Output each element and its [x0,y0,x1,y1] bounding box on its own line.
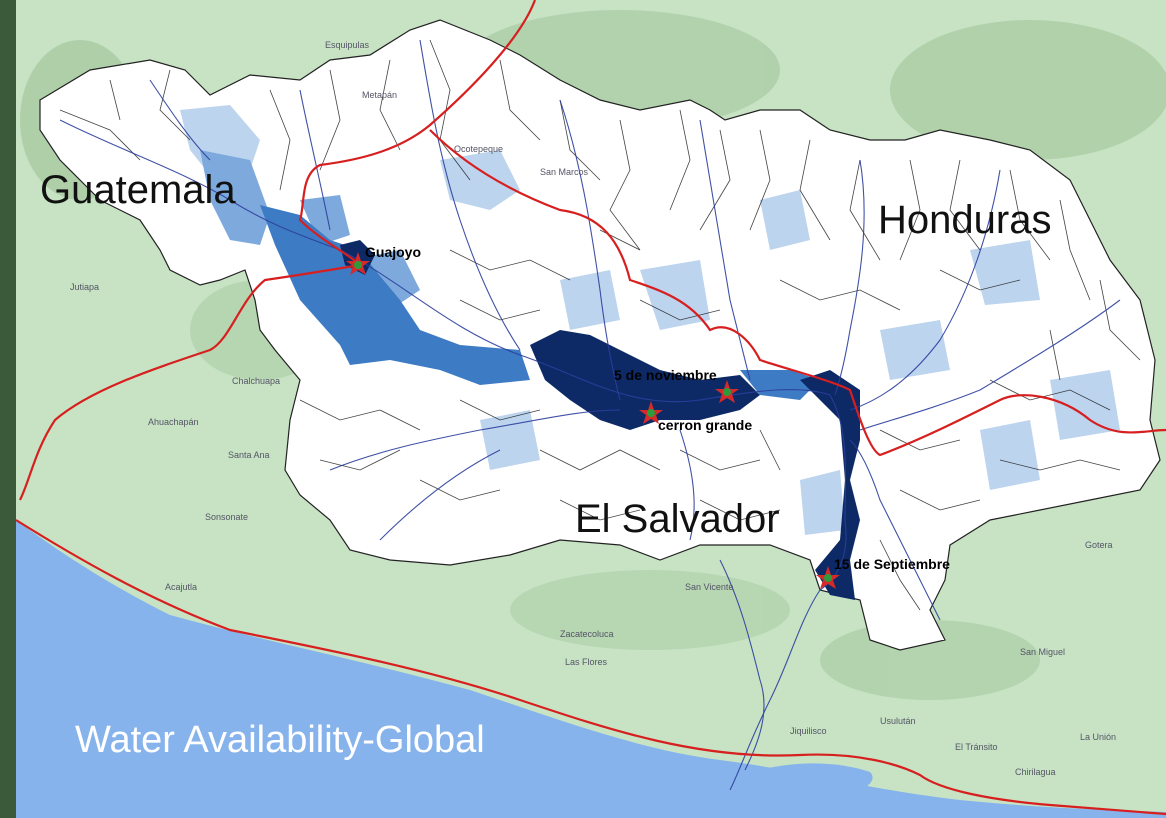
place-label: La Unión [1080,732,1116,742]
map-title: Water Availability-Global [75,719,485,761]
river-network [59,39,1121,791]
reservoir-marker-5-de-noviembre: 5 de noviembre [614,367,739,403]
reservoir-dot-icon [723,388,731,396]
place-label: San Miguel [1020,647,1065,657]
country-label-honduras: Honduras [878,198,1051,242]
place-label: Las Flores [565,657,608,667]
country-label-guatemala: Guatemala [40,168,236,212]
water-shading [180,105,1120,600]
place-label: Chalchuapa [232,376,280,386]
reservoir-dot-icon [354,261,362,269]
sub-basin-boundaries [59,39,1141,611]
place-label: Ahuachapán [148,417,199,427]
place-label: San Vicente [685,582,733,592]
reservoir-label: 15 de Septiembre [834,556,950,572]
place-label: Zacatecoluca [560,629,614,639]
place-label: Metapán [362,90,397,100]
pacific-ocean [16,520,1166,818]
place-labels: Ahuachapán Sonsonate Santa Ana Chalchuap… [70,40,1116,777]
reservoir-label: Guajoyo [365,244,421,260]
lempa-basin [39,19,1161,651]
reservoir-dot-icon [647,409,655,417]
place-label: San Marcos [540,167,589,177]
place-label: Sonsonate [205,512,248,522]
country-label-el-salvador: El Salvador [575,497,780,541]
place-label: Usulután [880,716,916,726]
place-label: Acajutla [165,582,197,592]
reservoir-dot-icon [824,574,832,582]
place-label: Jiquilisco [790,726,827,736]
reservoir-marker-cerron-grande: cerron grande [639,401,752,433]
reservoir-label: 5 de noviembre [614,367,717,383]
jiquilisco-bay [760,763,873,796]
reservoir-marker-guajoyo: Guajoyo [346,244,421,275]
place-label: Esquipulas [325,40,370,50]
place-label: Ocotepeque [454,144,503,154]
reservoir-label: cerron grande [658,417,752,433]
place-label: Chirilagua [1015,767,1056,777]
place-label: El Tránsito [955,742,998,752]
place-label: Santa Ana [228,450,270,460]
place-label: Jutiapa [70,282,99,292]
place-label: Gotera [1085,540,1113,550]
left-edge-strip [0,0,16,818]
reservoir-marker-15-de-septiembre: 15 de Septiembre [816,556,950,589]
